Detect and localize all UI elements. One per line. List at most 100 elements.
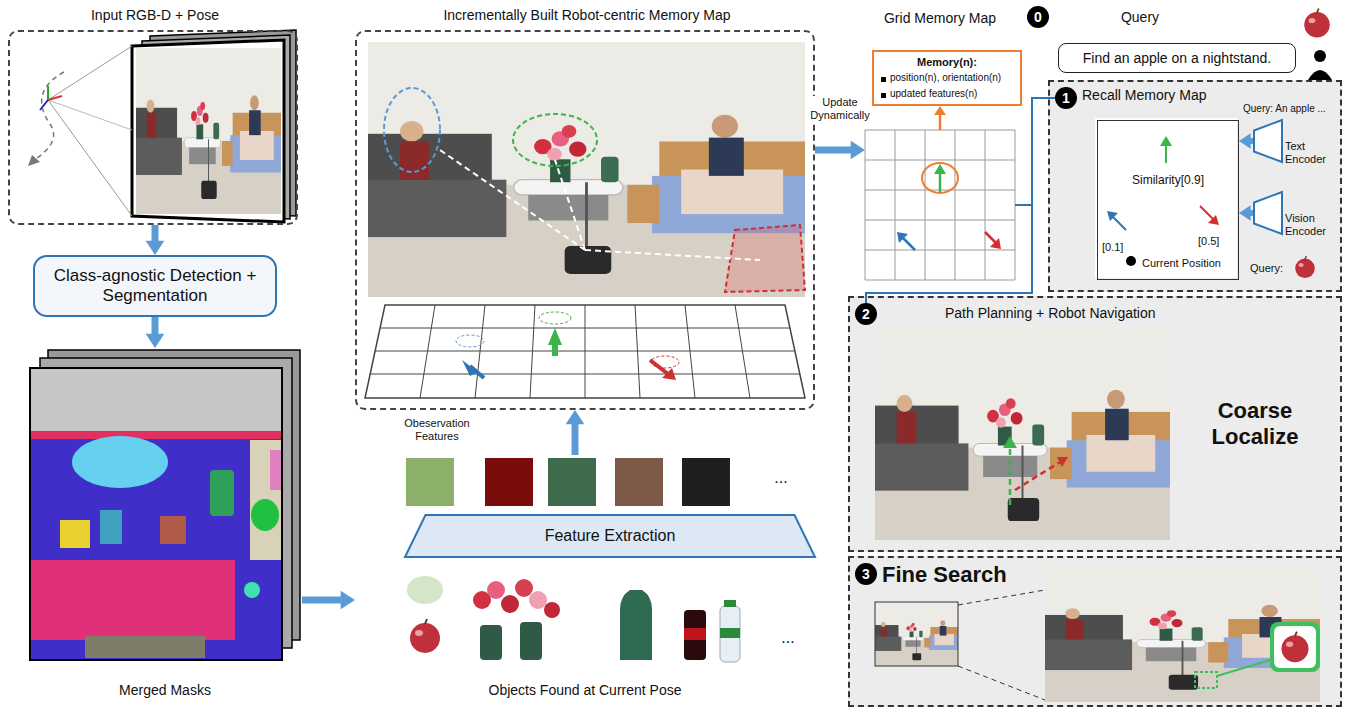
connector-line [572,421,579,455]
arrow-head [341,591,355,610]
input-frames [48,100,132,130]
mask-image-box: Merged Masks [28,348,302,700]
object-crops [684,628,706,640]
memory-grid-plane [365,305,805,398]
connector-arrow [815,141,865,160]
callout-number-text: 3 [862,566,870,583]
merged-masks [160,516,186,544]
similarity-map [1126,256,1136,266]
panel-fill [1048,80,1342,292]
step-panel-text: Path Planning + Robot Navigation [945,305,1225,322]
input-frames [47,86,49,100]
memory-grid-plane [548,328,562,356]
memory-map-photo [440,150,760,260]
encoder-trapezoid-outline [1254,192,1282,234]
similarity-box-text: Current Position [1142,257,1237,270]
plain-label: ... [773,628,803,647]
similarity-map [1208,215,1219,225]
similarity-map [1165,145,1167,163]
arrow-head [934,106,946,115]
feature-squares [615,458,663,506]
connector-line [815,147,854,154]
encoder-trapezoid-text: Vision Encoder [1285,212,1341,238]
object-crops [407,576,443,604]
merged-masks [72,436,168,488]
memory-grid-plane [650,360,668,374]
process-box-text: Class-agnostic Detection + Segmentation [47,266,263,307]
encoder-trapezoid-outline [1254,120,1282,162]
navigation-photo [875,330,1170,540]
encoder-trapezoid-outline [1254,120,1282,162]
merged-masks [210,470,234,516]
memory-grid-plane [470,366,484,378]
navigation-photo [1057,457,1068,467]
query-icons [1304,9,1330,38]
memory-grid-plane [456,335,484,347]
step-panel-text: Fine Search [882,562,1052,588]
object-crops [620,590,652,660]
connector-arrow [146,225,165,255]
similarity-box-text: Similarity[0.9] [1098,173,1238,187]
input-frames [48,100,132,216]
similarity-box: Similarity[0.9][0.1][0.5]Current Positio… [1097,120,1239,280]
callout-number-text: 2 [862,306,870,323]
merged-masks [31,560,235,640]
arrow-head [146,334,165,348]
query-icons [1304,9,1332,80]
fine-search-photos [1045,566,1320,702]
merged-masks [30,368,282,660]
memory-map-photo [368,42,805,297]
feature-squares [485,458,533,506]
connector-arrow [934,106,946,130]
object-crops [515,579,533,597]
fine-search-photos [875,602,958,666]
memory-grid-plane [662,368,676,380]
object-crops [529,591,547,609]
speech-bubble-text: Find an apple on a nightstand. [1083,50,1271,67]
bullet-mark [881,77,886,82]
fine-search-photos [875,602,958,666]
fine-search-photos [1217,660,1270,676]
object-crops-box: Objects Found at Current Pose [355,560,815,700]
grid-memory-map [939,172,942,192]
grid-memory-map [865,130,1015,280]
navigation-photo [1009,445,1012,505]
extractor-trapezoid-outline [405,515,815,557]
merged-masks [31,431,281,439]
memory-entry-box: Memory(n):position(n), orientation(n)upd… [872,50,1022,106]
input-frames [48,96,62,100]
feature-strip-text: Obeservation Features [400,417,474,443]
object-crops [720,628,740,638]
plain-label: Query: An apple ... [1243,103,1341,115]
callout-number-text: 1 [1062,90,1070,107]
merged-masks [251,499,279,531]
object-crops [487,581,505,599]
connector-arrow [1239,133,1254,148]
object-crops [410,619,440,653]
input-frame-box: Input RGB-D + Pose [8,30,298,225]
similarity-box-text: [0.5] [1198,235,1238,248]
navigation-photo [1003,436,1017,448]
encoder-trapezoid-text: Text Encoder [1285,140,1341,166]
grid-memory-map [990,238,1001,249]
memory-map-box-text: Incrementally Built Robot-centric Memory… [357,7,817,24]
grid-memory-map [922,163,958,193]
object-crops [720,606,740,662]
merged-masks [30,350,300,660]
object-crops [684,610,706,660]
fine-search-photos [1195,672,1217,688]
arrow-head [566,410,585,424]
similarity-map [1200,206,1214,220]
fine-search-photos [1274,626,1316,668]
mask-image-box-text: Merged Masks [28,682,302,699]
connector-arrow [1239,205,1254,220]
connector-arrow [302,591,355,610]
similarity-map [1295,256,1315,278]
feature-squares [406,458,454,506]
grid-memory-map [934,164,946,174]
callout-number: 2 [855,303,877,325]
query-icons [1314,50,1326,62]
fine-search-photos [1270,622,1320,672]
arrow-head [146,241,165,255]
